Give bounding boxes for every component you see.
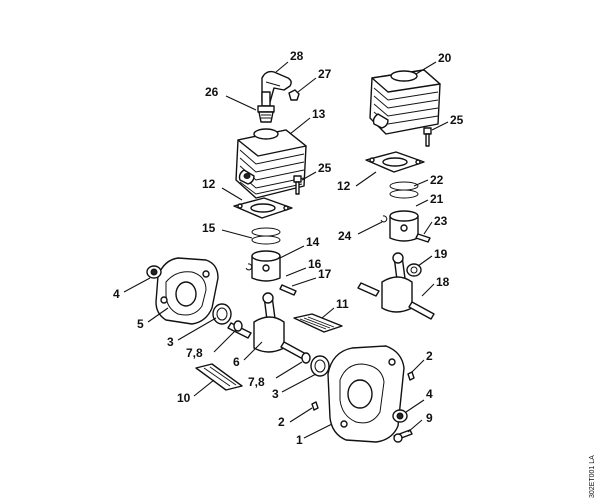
callout-27: 27 <box>318 67 332 81</box>
washer-right <box>301 352 311 364</box>
callout-20: 20 <box>438 51 452 65</box>
callout-24: 24 <box>338 229 352 243</box>
circlip-left <box>245 263 253 271</box>
ball-bearing-left <box>212 303 232 325</box>
callout-13: 13 <box>312 107 326 121</box>
callout-25-right: 25 <box>450 113 464 127</box>
callout-16: 16 <box>308 257 322 271</box>
callout-3-left: 3 <box>167 335 174 349</box>
callout-11: 11 <box>336 297 349 311</box>
screw-right <box>423 127 432 147</box>
callout-labels: 28 27 26 13 25 12 15 14 16 17 11 4 5 3 7… <box>113 49 464 447</box>
needle-cage <box>406 263 422 277</box>
piston-pin-left <box>279 284 297 296</box>
dowel-pin-lower <box>311 401 319 411</box>
circlip-right <box>380 215 388 223</box>
leader-lines <box>123 61 449 439</box>
callout-17: 17 <box>318 267 332 281</box>
dowel-pin-upper <box>407 371 415 381</box>
callout-19: 19 <box>434 247 448 261</box>
callout-22: 22 <box>430 173 444 187</box>
callout-1: 1 <box>296 433 303 447</box>
callout-28: 28 <box>290 49 304 63</box>
plate-10 <box>195 363 243 391</box>
screw-left <box>293 175 302 195</box>
spark-plug <box>257 91 275 123</box>
callout-14: 14 <box>306 235 320 249</box>
crankcase-right <box>327 345 405 443</box>
callout-4-right: 4 <box>426 387 433 401</box>
callout-5: 5 <box>137 317 144 331</box>
callout-9: 9 <box>426 411 433 425</box>
callout-10: 10 <box>177 391 191 405</box>
callout-12-right: 12 <box>337 179 351 193</box>
callout-6: 6 <box>233 355 240 369</box>
oil-seal-left <box>146 265 162 279</box>
callout-7-8-left: 7,8 <box>186 346 203 360</box>
callout-2-upper: 2 <box>426 349 433 363</box>
piston-left <box>251 250 281 282</box>
piston-rings-left <box>251 227 281 245</box>
callout-26: 26 <box>205 85 219 99</box>
callout-7-8-right: 7,8 <box>248 375 265 389</box>
piston-rings-right <box>389 181 419 199</box>
piston-right <box>389 210 419 242</box>
washer-left <box>233 320 243 332</box>
cylinder-right <box>369 69 441 135</box>
spark-plug-terminal <box>288 89 300 101</box>
screw-9 <box>393 429 413 443</box>
callout-25-left: 25 <box>318 161 332 175</box>
callout-3-right: 3 <box>272 387 279 401</box>
gasket-11 <box>293 313 343 333</box>
catalog-code: 302ET001 LA <box>589 455 596 498</box>
cylinder-left <box>235 128 307 199</box>
oil-seal-right <box>392 409 408 423</box>
gasket-right <box>365 151 425 173</box>
piston-pin-right <box>415 233 431 243</box>
crankshaft-right <box>357 252 435 320</box>
callout-4-left: 4 <box>113 287 120 301</box>
callout-2-lower: 2 <box>278 415 285 429</box>
callout-18: 18 <box>436 275 450 289</box>
callout-12-left: 12 <box>202 177 216 191</box>
callout-21: 21 <box>430 192 444 206</box>
crankcase-left <box>155 257 219 325</box>
gasket-left <box>233 197 293 219</box>
callout-23: 23 <box>434 214 448 228</box>
callout-15: 15 <box>202 221 216 235</box>
ball-bearing-right <box>310 355 330 377</box>
